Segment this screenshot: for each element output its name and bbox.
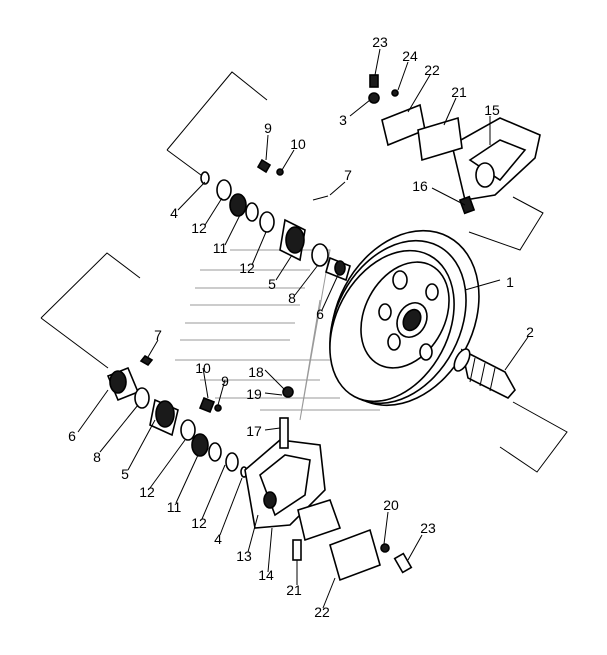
idler-wheel — [329, 229, 480, 407]
callout-10-bottom: 10 — [195, 360, 211, 376]
callout-23-bottom: 23 — [420, 520, 436, 536]
ghost-lines — [175, 249, 380, 421]
callout-16: 16 — [412, 178, 428, 194]
callout-6-bottom: 6 — [68, 428, 76, 444]
callout-7-top: 7 — [344, 167, 352, 183]
callout-12-top-a: 12 — [191, 220, 207, 236]
callout-6-top: 6 — [316, 306, 324, 322]
callout-15: 15 — [484, 102, 500, 118]
callout-22-bottom: 22 — [314, 604, 330, 620]
callout-1: 1 — [506, 274, 514, 290]
upper-plates — [368, 74, 463, 162]
callout-7-bottom: 7 — [154, 327, 162, 343]
callout-8-top: 8 — [288, 290, 296, 306]
callout-22-top: 22 — [424, 62, 440, 78]
callout-11-top: 11 — [213, 240, 228, 256]
callout-14: 14 — [258, 567, 274, 583]
callout-4-top: 4 — [170, 205, 178, 221]
assembly-brackets — [40, 71, 568, 473]
callout-10-top: 10 — [290, 136, 306, 152]
callout-13: 13 — [236, 548, 252, 564]
callout-9-bottom: 9 — [221, 373, 229, 389]
upper-bearing-stack — [200, 158, 351, 282]
lower-support-bracket — [244, 386, 326, 529]
leader-lines — [77, 48, 529, 609]
callout-23-top: 23 — [372, 34, 388, 50]
callout-2: 2 — [526, 324, 534, 340]
callout-21-top: 21 — [451, 84, 467, 100]
callout-labels: 23 24 22 3 21 15 9 10 7 16 4 12 11 12 5 … — [68, 34, 534, 620]
callout-20: 20 — [383, 497, 399, 513]
callout-24: 24 — [402, 48, 418, 64]
callout-21-bottom: 21 — [286, 582, 302, 598]
callout-12-bottom-a: 12 — [139, 484, 155, 500]
callout-12-top-b: 12 — [239, 260, 255, 276]
callout-9-top: 9 — [264, 120, 272, 136]
callout-3: 3 — [339, 112, 347, 128]
lower-plates — [292, 499, 413, 582]
callout-11-bottom: 11 — [167, 499, 182, 515]
upper-support-bracket — [451, 117, 541, 215]
callout-17: 17 — [246, 423, 262, 439]
callout-12-bottom-b: 12 — [191, 515, 207, 531]
callout-18: 18 — [248, 364, 264, 380]
callout-8-bottom: 8 — [93, 449, 101, 465]
axle-shaft — [453, 348, 516, 399]
callout-19: 19 — [246, 386, 262, 402]
callout-4-bottom: 4 — [214, 531, 222, 547]
callout-5-top: 5 — [268, 276, 276, 292]
callout-5-bottom: 5 — [121, 466, 129, 482]
lower-bearing-stack — [106, 354, 248, 478]
